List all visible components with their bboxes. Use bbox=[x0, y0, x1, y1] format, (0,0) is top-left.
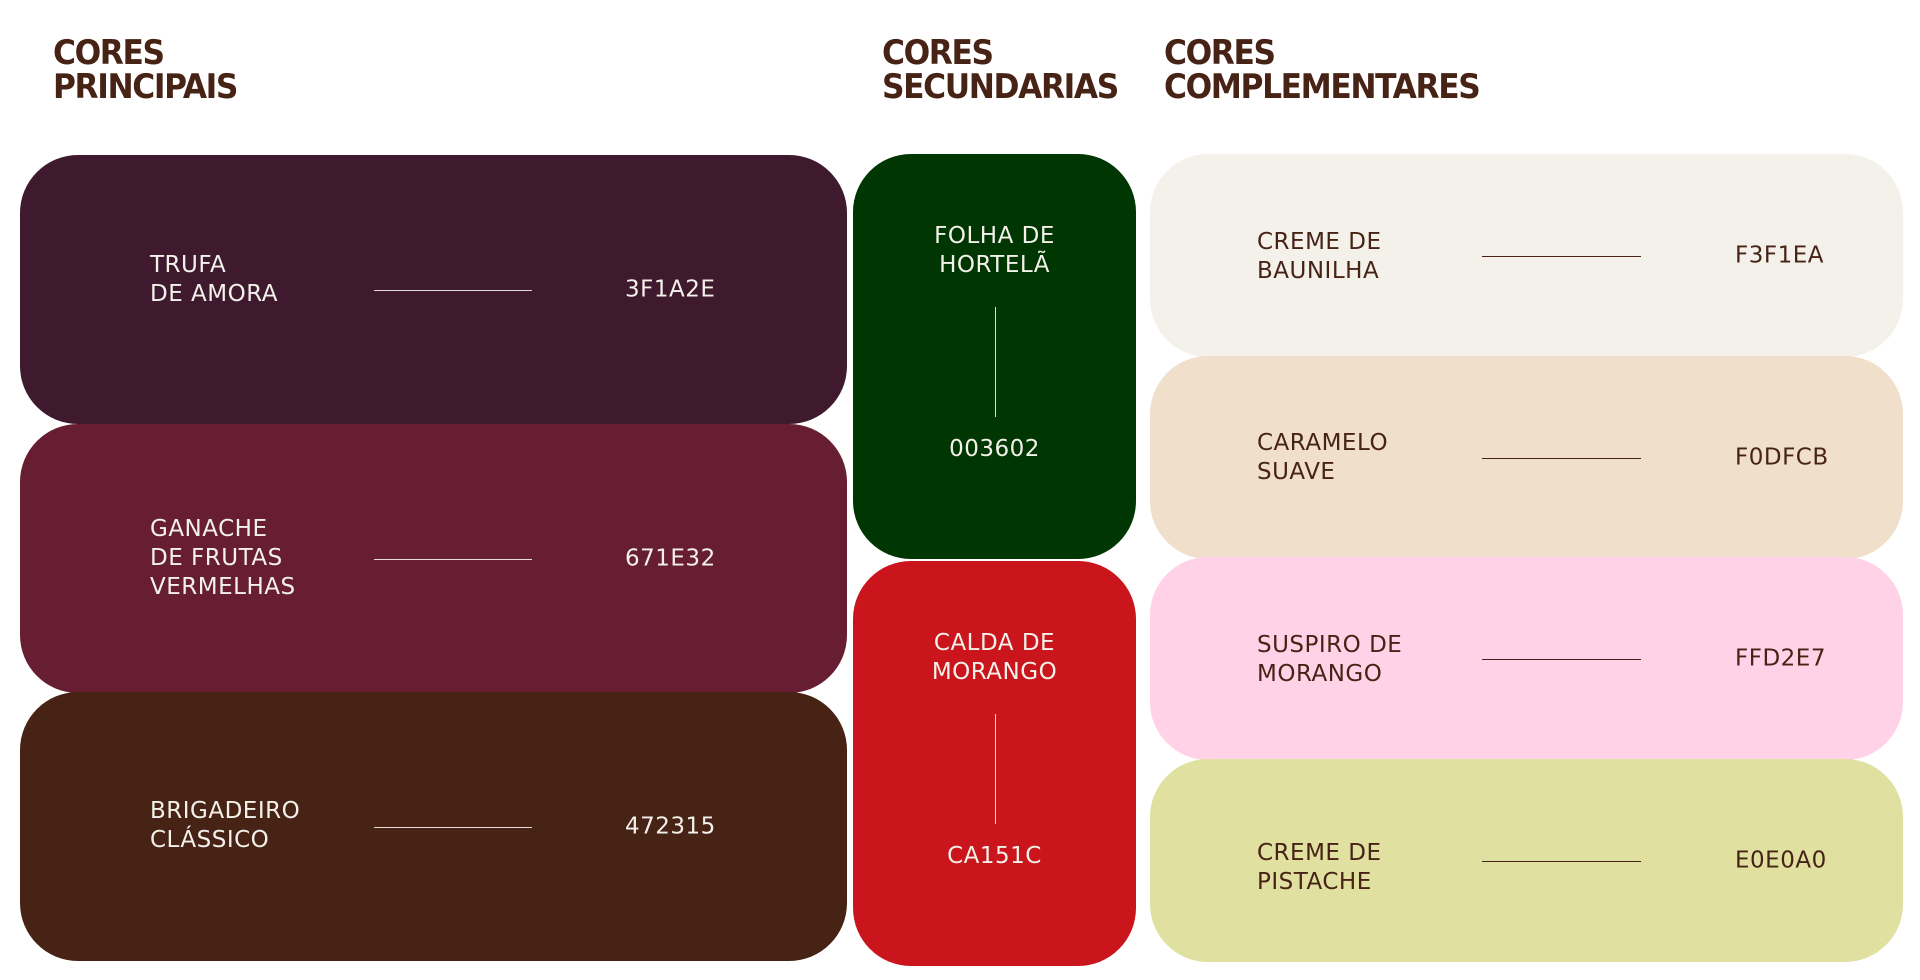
swatch-creme-de-baunilha: CREME DE BAUNILHA F3F1EA bbox=[1150, 154, 1903, 357]
swatch-divider bbox=[994, 307, 996, 417]
swatch-brigadeiro-classico: BRIGADEIRO CLÁSSICO 472315 bbox=[20, 692, 847, 961]
heading-cores-principais: CORES PRINCIPAIS bbox=[53, 33, 238, 107]
swatch-divider bbox=[374, 558, 532, 560]
swatch-divider bbox=[1482, 255, 1641, 257]
swatch-name: CARAMELO SUAVE bbox=[1257, 430, 1389, 485]
swatch-name: TRUFA DE AMORA bbox=[150, 252, 279, 307]
swatch-calda-de-morango: CALDA DE MORANGO CA151C bbox=[853, 561, 1136, 966]
swatch-trufa-de-amora: TRUFA DE AMORA 3F1A2E bbox=[20, 155, 847, 424]
swatch-ganache-de-frutas-vermelhas: GANACHE DE FRUTAS VERMELHAS 671E32 bbox=[20, 424, 847, 693]
swatch-hex-code: 3F1A2E bbox=[625, 276, 716, 302]
swatch-divider bbox=[1482, 457, 1641, 459]
swatch-name: GANACHE DE FRUTAS VERMELHAS bbox=[150, 516, 296, 600]
swatch-name: CREME DE BAUNILHA bbox=[1257, 229, 1382, 284]
swatch-name: SUSPIRO DE MORANGO bbox=[1257, 632, 1403, 687]
swatch-name: FOLHA DE HORTELÃ bbox=[934, 223, 1055, 278]
swatch-hex-code: E0E0A0 bbox=[1735, 847, 1827, 873]
heading-cores-secundarias: CORES SECUNDARIAS bbox=[882, 33, 1119, 107]
swatch-divider bbox=[1482, 658, 1641, 660]
swatch-hex-code: 671E32 bbox=[625, 545, 716, 571]
swatch-name: CALDA DE MORANGO bbox=[931, 630, 1058, 685]
swatch-folha-de-hortela: FOLHA DE HORTELÃ 003602 bbox=[853, 154, 1136, 559]
swatch-hex-code: F3F1EA bbox=[1735, 242, 1824, 268]
swatch-hex-code: 472315 bbox=[625, 813, 716, 839]
heading-cores-complementares: CORES COMPLEMENTARES bbox=[1164, 33, 1481, 107]
swatch-caramelo-suave: CARAMELO SUAVE F0DFCB bbox=[1150, 356, 1903, 559]
swatch-divider bbox=[1482, 860, 1641, 862]
swatch-hex-code: 003602 bbox=[949, 436, 1040, 462]
swatch-name: CREME DE PISTACHE bbox=[1257, 840, 1382, 895]
swatch-divider bbox=[374, 826, 532, 828]
swatch-name: BRIGADEIRO CLÁSSICO bbox=[150, 798, 301, 853]
swatch-divider bbox=[994, 714, 996, 824]
swatch-suspiro-de-morango: SUSPIRO DE MORANGO FFD2E7 bbox=[1150, 557, 1903, 760]
swatch-hex-code: F0DFCB bbox=[1735, 444, 1829, 470]
swatch-divider bbox=[374, 289, 532, 291]
swatch-hex-code: FFD2E7 bbox=[1735, 645, 1826, 671]
swatch-hex-code: CA151C bbox=[947, 843, 1042, 869]
swatch-creme-de-pistache: CREME DE PISTACHE E0E0A0 bbox=[1150, 759, 1903, 962]
